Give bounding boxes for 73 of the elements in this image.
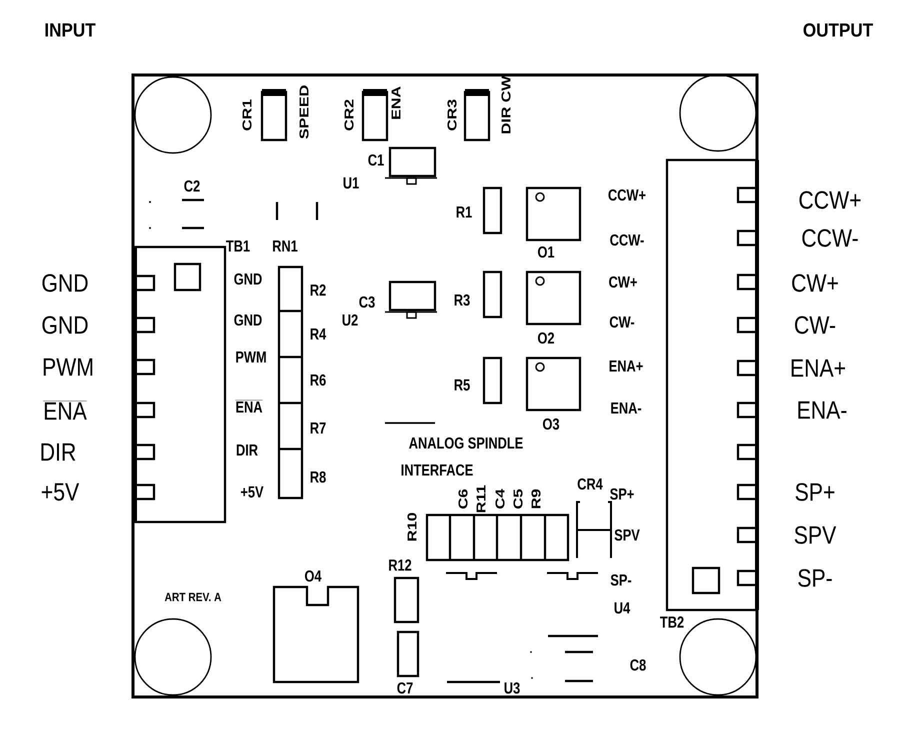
pin-label: INTERFACE: [402, 464, 473, 476]
pin-label: CW-: [610, 316, 634, 328]
component-label: O1: [538, 246, 554, 258]
component-label: O3: [542, 418, 560, 430]
component-label: CR2: [344, 100, 354, 130]
pin-label: PWM: [236, 352, 266, 362]
pin-label: SPV: [794, 526, 836, 544]
pin-label: GND: [234, 273, 262, 285]
component-label: C7: [397, 682, 413, 694]
component-label: R10: [407, 513, 417, 541]
component-label: C5: [513, 489, 523, 509]
component-label: U3: [504, 682, 520, 694]
pin-label: CW+: [609, 276, 637, 288]
pin-label: CW+: [792, 274, 838, 292]
component-label: C8: [630, 659, 646, 671]
component-label: RN1: [273, 240, 298, 252]
pin-label: ENA: [235, 400, 263, 412]
component-label: CR1: [242, 99, 252, 130]
pin-label: SP+: [796, 483, 834, 501]
pin-label: ANALOG SPINDLE: [409, 437, 523, 449]
heading-label: INPUT: [46, 23, 96, 37]
component-label: CR4: [578, 478, 603, 490]
component-label: TB2: [660, 616, 684, 628]
pin-label: SP+: [610, 488, 634, 500]
component-label: CR3: [447, 100, 457, 130]
pin-label: CCW-: [802, 229, 858, 247]
component-label: C3: [359, 296, 375, 308]
pin-label: +5V: [42, 483, 80, 501]
revision-label: ART REV. A: [164, 592, 222, 602]
pin-label: SP-: [798, 569, 832, 587]
component-label: R6: [310, 374, 326, 386]
pin-label: ENA-: [798, 401, 846, 419]
component-label: DIR CW: [501, 76, 511, 134]
component-label: R11: [476, 485, 486, 512]
component-label: R7: [310, 422, 326, 434]
pin-label: ENA+: [610, 360, 643, 372]
component-label: ENA: [392, 86, 400, 119]
pin-label: SP-: [610, 574, 632, 586]
component-label: C6: [458, 489, 468, 509]
component-label: R5: [454, 379, 470, 391]
pin-label: SPV: [614, 529, 640, 541]
pin-label: GND: [42, 316, 88, 334]
pin-label: CCW-: [610, 234, 644, 246]
component-label: O4: [304, 570, 322, 582]
component-label: R1: [456, 206, 472, 218]
pin-label: ENA-: [611, 402, 642, 414]
pin-label: DIR: [236, 444, 258, 456]
component-label: O2: [538, 332, 554, 344]
component-label: R12: [389, 559, 412, 571]
pin-label: ENA: [42, 400, 88, 420]
pin-label: DIR: [41, 443, 76, 461]
component-label: R2: [310, 284, 326, 296]
component-label: R4: [310, 328, 326, 340]
component-label: C2: [184, 180, 200, 192]
component-label: R3: [454, 294, 470, 306]
pin-label: CCW+: [608, 189, 646, 201]
component-label: R8: [310, 471, 326, 483]
heading-label: OUTPUT: [804, 23, 873, 37]
pin-label: +5V: [240, 486, 264, 498]
pin-label: GND: [42, 274, 88, 292]
component-label: U4: [614, 602, 630, 614]
pin-label: ENA+: [792, 359, 845, 377]
pin-label: CCW+: [800, 191, 861, 209]
component-label: C1: [368, 154, 384, 166]
component-label: U1: [344, 177, 359, 189]
component-label: R9: [531, 489, 541, 508]
pin-label: GND: [234, 314, 262, 326]
component-label: SPEED: [299, 86, 309, 139]
pin-label: CW-: [795, 316, 836, 334]
component-label: TB1: [226, 240, 250, 252]
pin-label: PWM: [44, 358, 92, 376]
component-label: C4: [495, 488, 505, 509]
component-label: U2: [342, 314, 358, 326]
